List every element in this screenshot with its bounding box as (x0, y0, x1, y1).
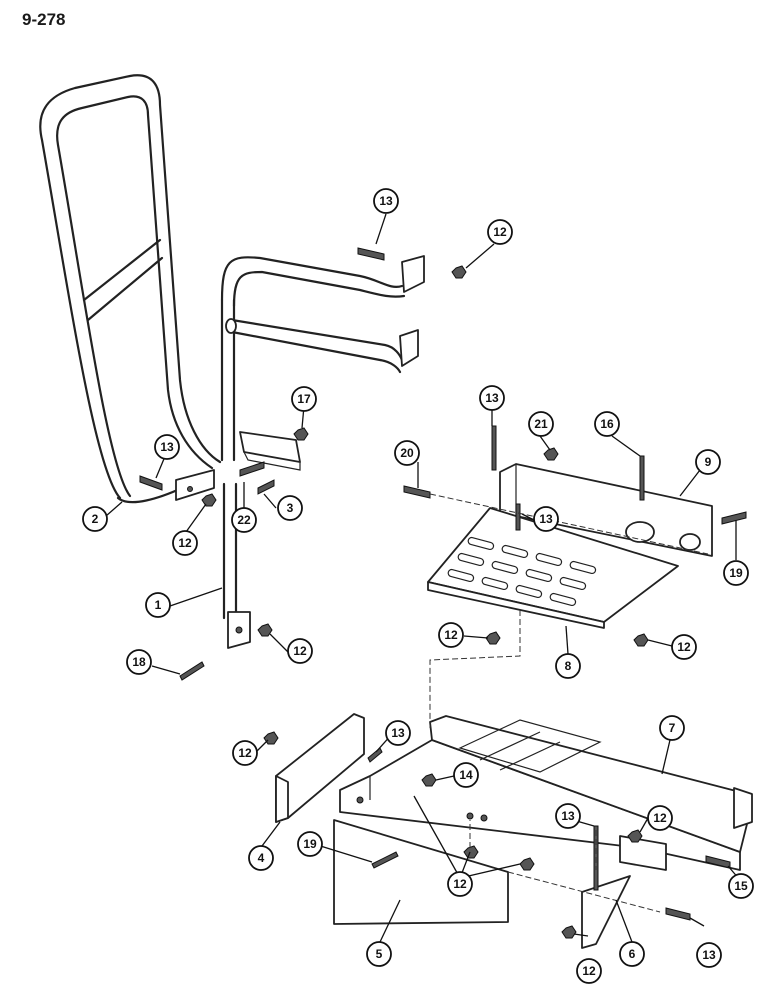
svg-text:19: 19 (303, 837, 317, 851)
svg-text:12: 12 (677, 640, 691, 654)
callout-12-top: 12 (487, 219, 513, 245)
svg-text:21: 21 (534, 417, 548, 431)
svg-text:15: 15 (734, 879, 748, 893)
svg-text:16: 16 (600, 417, 614, 431)
callout-1: 1 (145, 592, 171, 618)
callout-12-frame-right: 12 (647, 805, 673, 831)
svg-text:13: 13 (561, 809, 575, 823)
callout-4: 4 (248, 845, 274, 871)
callout-19-right: 19 (723, 560, 749, 586)
handrail-assembly (39, 74, 222, 504)
callout-12-platform-left: 12 (438, 622, 464, 648)
step-platform (427, 507, 679, 629)
callout-13-bolt: 13 (555, 803, 581, 829)
svg-text:22: 22 (237, 513, 251, 527)
callout-13-platform: 13 (479, 385, 505, 411)
svg-text:13: 13 (379, 194, 393, 208)
callout-6: 6 (619, 941, 645, 967)
svg-text:13: 13 (702, 948, 716, 962)
rear-bracket (275, 713, 365, 823)
callout-12-post: 12 (287, 638, 313, 664)
svg-text:12: 12 (493, 225, 507, 239)
svg-text:12: 12 (582, 964, 596, 978)
platform-slots (447, 536, 597, 607)
alignment-lines (429, 493, 709, 913)
callout-12-step: 12 (576, 958, 602, 984)
lower-panel (333, 819, 509, 925)
callout-13-side: 13 (533, 506, 559, 532)
svg-text:12: 12 (444, 628, 458, 642)
callout-7: 7 (659, 715, 685, 741)
svg-text:18: 18 (132, 655, 146, 669)
svg-text:13: 13 (539, 512, 553, 526)
callout-21: 21 (528, 411, 554, 437)
svg-text:12: 12 (238, 746, 252, 760)
svg-text:12: 12 (178, 536, 192, 550)
svg-text:13: 13 (485, 391, 499, 405)
svg-text:8: 8 (565, 659, 572, 673)
step-bracket (581, 875, 631, 949)
callout-16: 16 (594, 411, 620, 437)
callout-17: 17 (291, 386, 317, 412)
callout-12-handrail: 12 (172, 530, 198, 556)
svg-text:20: 20 (400, 446, 414, 460)
svg-text:2: 2 (92, 512, 99, 526)
svg-text:4: 4 (258, 851, 265, 865)
callout-12-panel: 12 (447, 871, 473, 897)
callout-18: 18 (126, 649, 152, 675)
callout-20: 20 (394, 440, 420, 466)
callout-13-handrail: 13 (154, 434, 180, 460)
callout-19-panel: 19 (297, 831, 323, 857)
callout-15: 15 (728, 873, 754, 899)
callout-8: 8 (555, 653, 581, 679)
svg-text:13: 13 (160, 440, 174, 454)
svg-text:12: 12 (653, 811, 667, 825)
svg-text:1: 1 (155, 598, 162, 612)
front-post-assembly (220, 255, 425, 649)
callout-12-platform-right: 12 (671, 634, 697, 660)
svg-text:13: 13 (391, 726, 405, 740)
svg-text:7: 7 (669, 721, 676, 735)
svg-text:3: 3 (287, 501, 294, 515)
svg-text:17: 17 (297, 392, 311, 406)
svg-text:9: 9 (705, 455, 712, 469)
svg-text:12: 12 (453, 877, 467, 891)
svg-text:19: 19 (729, 566, 743, 580)
callout-2: 2 (82, 506, 108, 532)
side-panel (499, 463, 713, 557)
svg-text:5: 5 (376, 947, 383, 961)
callout-13-top: 13 (373, 188, 399, 214)
fasteners (139, 247, 747, 939)
svg-text:14: 14 (459, 768, 473, 782)
page-number: 9-278 (22, 10, 66, 29)
callout-3: 3 (277, 495, 303, 521)
svg-text:6: 6 (629, 947, 636, 961)
callout-9: 9 (695, 449, 721, 475)
svg-text:12: 12 (293, 644, 307, 658)
callout-14: 14 (453, 762, 479, 788)
callout-5: 5 (366, 941, 392, 967)
callout-13-frame: 13 (385, 720, 411, 746)
callout-22: 22 (231, 507, 257, 533)
callout-12-bracket: 12 (232, 740, 258, 766)
callout-13-step: 13 (696, 942, 722, 968)
